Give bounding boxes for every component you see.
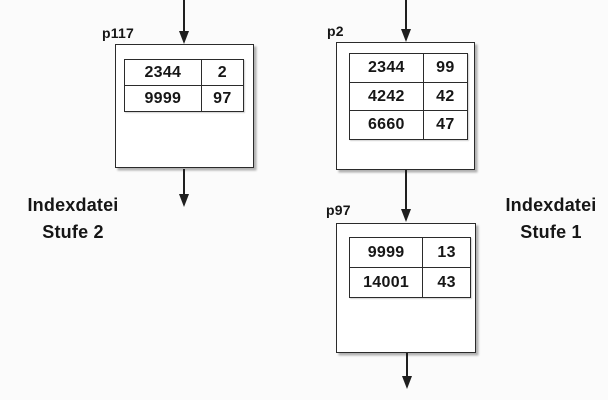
node-table-p97: 9999 13 14001 43 xyxy=(349,237,471,298)
node-box-p97: 9999 13 14001 43 xyxy=(336,223,476,353)
key-cell: 9999 xyxy=(125,86,202,111)
caption-stufe-1: Indexdatei Stufe 1 xyxy=(488,192,608,246)
table-row: 9999 13 xyxy=(350,238,470,268)
pointer-cell: 97 xyxy=(213,89,232,107)
table-row: 14001 43 xyxy=(350,268,470,297)
node-label-p97: p97 xyxy=(326,202,351,218)
arrow-line-into-p117 xyxy=(183,0,185,32)
key-cell: 2344 xyxy=(350,54,424,82)
arrow-head-out-of-p117 xyxy=(179,194,189,207)
caption-line: Stufe 1 xyxy=(520,222,582,242)
node-label-p2: p2 xyxy=(327,23,344,39)
pointer-cell: 99 xyxy=(436,58,455,76)
node-table-p117: 2344 2 9999 97 xyxy=(124,59,244,112)
arrow-line-out-of-p117 xyxy=(183,169,185,195)
key-cell: 2344 xyxy=(125,60,202,85)
key-cell: 9999 xyxy=(350,238,424,267)
arrow-line-into-p2 xyxy=(405,0,407,30)
table-row: 2344 2 xyxy=(125,60,243,86)
node-table-p2: 2344 99 4242 42 6660 47 xyxy=(349,53,468,140)
caption-line: Indexdatei xyxy=(27,195,119,215)
table-row: 2344 99 xyxy=(350,54,467,83)
arrow-head-p2-to-p97 xyxy=(401,209,411,222)
key-cell: 6660 xyxy=(350,111,424,140)
table-row: 9999 97 xyxy=(125,86,243,111)
node-label-p117: p117 xyxy=(102,25,134,41)
arrow-line-p2-to-p97 xyxy=(405,170,407,210)
node-box-p117: 2344 2 9999 97 xyxy=(115,44,254,168)
arrow-head-into-p117 xyxy=(179,31,189,44)
arrow-head-into-p2 xyxy=(401,29,411,42)
pointer-cell: 43 xyxy=(437,273,456,291)
pointer-cell: 42 xyxy=(436,87,455,105)
table-row: 4242 42 xyxy=(350,82,467,112)
key-cell: 14001 xyxy=(350,268,424,297)
key-cell: 4242 xyxy=(350,82,424,111)
arrow-line-out-of-p97 xyxy=(406,353,408,377)
pointer-cell: 13 xyxy=(437,243,456,261)
pointer-cell: 2 xyxy=(217,63,227,81)
caption-line: Stufe 2 xyxy=(42,222,104,242)
caption-line: Indexdatei xyxy=(505,195,597,215)
arrow-head-out-of-p97 xyxy=(402,376,412,389)
caption-stufe-2: Indexdatei Stufe 2 xyxy=(10,192,136,246)
pointer-cell: 47 xyxy=(436,116,455,134)
table-row: 6660 47 xyxy=(350,111,467,140)
node-box-p2: 2344 99 4242 42 6660 47 xyxy=(336,42,475,170)
